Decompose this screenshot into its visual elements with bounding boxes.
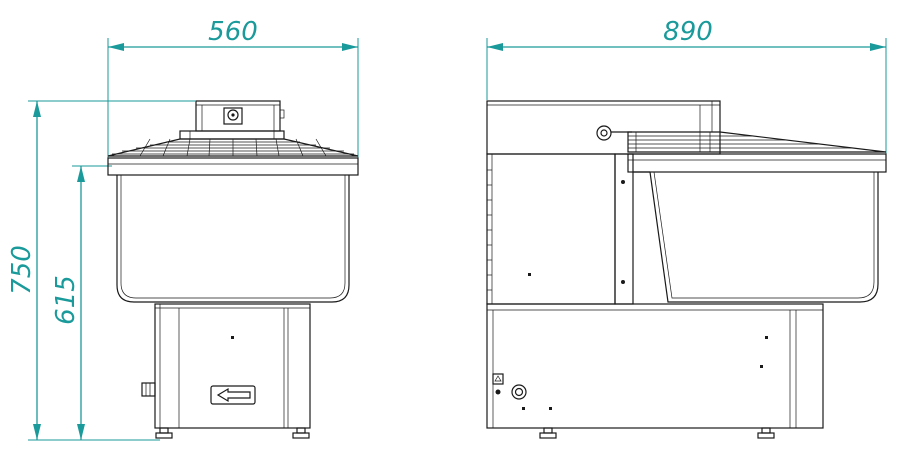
side-lid-grid <box>627 131 887 153</box>
power-socket <box>492 373 504 395</box>
dimension-total-height: 750 <box>7 100 195 441</box>
side-view <box>486 100 887 439</box>
side-base <box>486 303 824 439</box>
front-feet <box>155 427 310 439</box>
dimension-side-width: 890 <box>486 17 887 160</box>
dimension-front-width: 560 <box>107 17 359 160</box>
side-feet <box>539 427 775 439</box>
side-body <box>486 153 634 305</box>
cable-gland <box>141 382 156 397</box>
bowl <box>107 157 359 303</box>
motor-housing <box>179 100 285 140</box>
side-width-label: 890 <box>663 17 713 47</box>
machine-base <box>141 303 311 439</box>
bowl-height-label: 615 <box>51 275 81 325</box>
total-height-label: 750 <box>7 245 37 295</box>
direction-arrow-plate <box>210 385 256 405</box>
front-width-label: 560 <box>208 17 258 47</box>
column-head <box>486 100 721 155</box>
front-view <box>107 100 359 439</box>
power-plug <box>511 384 527 400</box>
dimension-bowl-height: 615 <box>51 165 112 440</box>
bowl-lid-grid <box>107 138 359 157</box>
side-bowl <box>627 153 887 303</box>
